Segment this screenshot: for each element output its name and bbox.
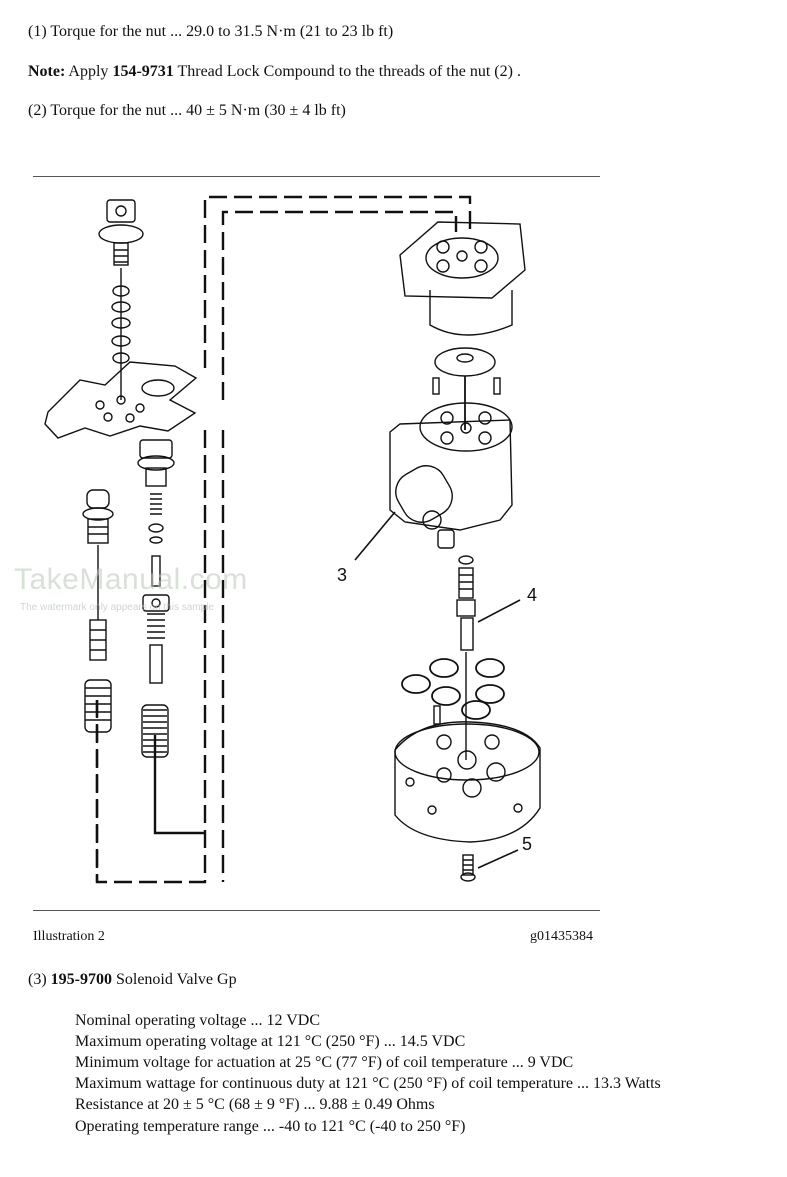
note-part-number: 154-9731 [112, 63, 174, 80]
callout-4-leader [477, 599, 521, 623]
harness-outer-left [95, 430, 207, 884]
harness-inner-top [221, 210, 458, 400]
illustration-caption: Illustration 2 [33, 929, 105, 944]
solenoid-heading: (3) 195-9700 Solenoid Valve Gp [28, 970, 237, 990]
spec-resistance: Resistance at 20 ± 5 °C (68 ± 9 °F) ... … [75, 1096, 435, 1113]
harness-lead [153, 735, 205, 835]
callout-3-label: 3 [337, 565, 347, 585]
callout-5-label: 5 [522, 834, 532, 854]
torque-spec-2: (2) Torque for the nut ... 40 ± 5 N·m (3… [28, 102, 346, 119]
solenoid-heading-prefix: (3) [28, 971, 51, 988]
figure-top-rule [33, 176, 600, 177]
callout-3-leader [354, 511, 396, 561]
gasket-plate [44, 361, 198, 439]
note-text-b: Thread Lock Compound to the threads of t… [173, 63, 521, 80]
electrical-connector [399, 221, 526, 336]
callout-4-label: 4 [527, 585, 537, 605]
valve-cartridge [456, 555, 476, 651]
watermark-subtitle: The watermark only appears on this sampl… [20, 602, 214, 613]
retaining-screw [460, 854, 476, 882]
valve-base-block [394, 721, 541, 843]
harness-outer-top [203, 195, 472, 368]
o-ring-set [401, 658, 505, 720]
spec-min-voltage: Minimum voltage for actuation at 25 °C (… [75, 1054, 574, 1071]
note-text-a: Apply [65, 63, 113, 80]
figure-bottom-rule [33, 910, 600, 911]
check-valve-column [82, 489, 114, 733]
torque-spec-1: (1) Torque for the nut ... 29.0 to 31.5 … [28, 23, 394, 40]
solenoid-heading-suffix: Solenoid Valve Gp [111, 971, 237, 988]
spec-max-wattage: Maximum wattage for continuous duty at 1… [75, 1075, 661, 1092]
o-ring-stack [111, 285, 131, 364]
solenoid-body [389, 402, 513, 549]
illustration-id: g01435384 [530, 929, 593, 944]
callout-5-leader [477, 849, 519, 869]
spec-nominal-voltage: Nominal operating voltage ... 12 VDC [75, 1012, 320, 1029]
solenoid-part-number: 195-9700 [50, 971, 112, 988]
solenoid-valve-column [137, 439, 175, 758]
spec-temperature-range: Operating temperature range ... -40 to 1… [75, 1118, 466, 1135]
top-valve-assembly [98, 199, 144, 400]
note-line: Note: Apply 154-9731 Thread Lock Compoun… [28, 62, 521, 82]
watermark-title: TakeManual.com [14, 563, 248, 596]
note-label: Note: [28, 63, 66, 80]
spec-max-voltage: Maximum operating voltage at 121 °C (250… [75, 1033, 466, 1050]
